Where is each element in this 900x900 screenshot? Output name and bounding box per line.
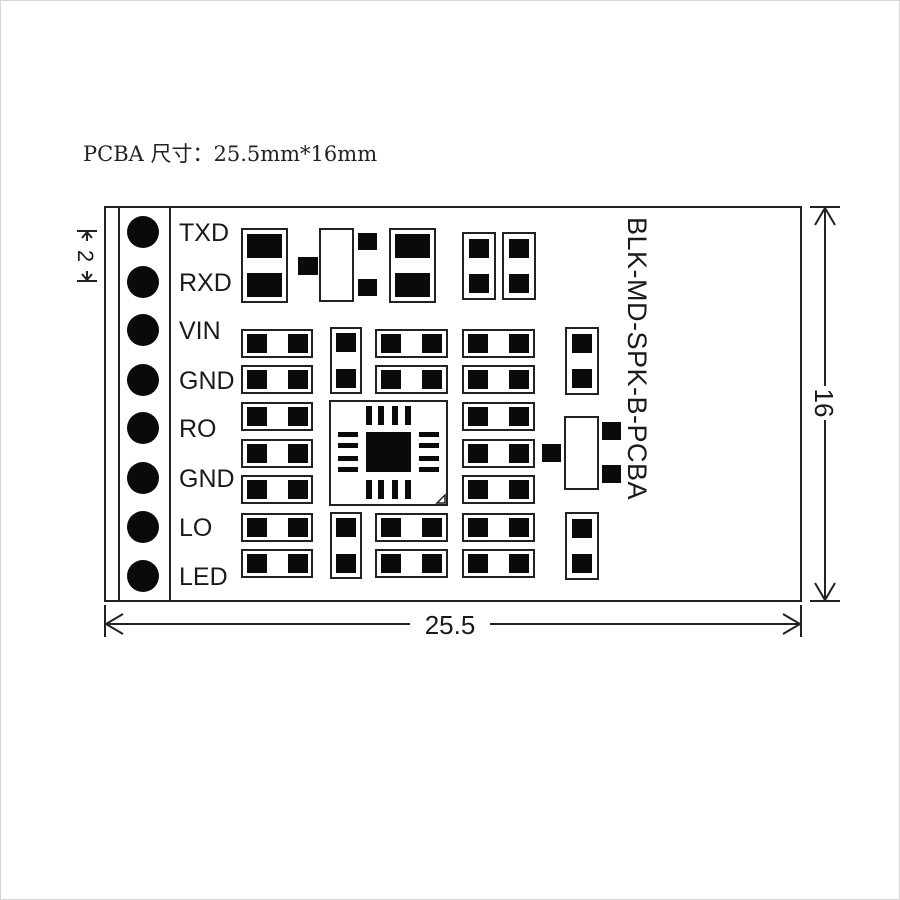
component-cap-large-1 bbox=[241, 228, 288, 303]
pin-label: TXD bbox=[179, 219, 229, 247]
cap-horizontal bbox=[241, 549, 313, 578]
header-pins bbox=[127, 216, 159, 592]
pitch-dimension bbox=[77, 230, 97, 282]
cap-vertical-upper-right bbox=[565, 327, 599, 395]
component-qfn-ic bbox=[329, 400, 448, 506]
cap-horizontal bbox=[462, 549, 535, 578]
cap-horizontal bbox=[462, 475, 535, 504]
board-outline bbox=[104, 206, 802, 602]
cap-horizontal bbox=[375, 329, 448, 358]
width-label: 25.5 bbox=[425, 610, 476, 640]
pin-hole bbox=[127, 364, 159, 396]
cap-vertical-upper-left bbox=[330, 327, 362, 394]
part-number-label: BLK-MD-SPK-B-PCBA bbox=[622, 217, 652, 500]
cap-vertical-lower-right bbox=[565, 512, 599, 580]
component-cap-column-left bbox=[241, 329, 313, 578]
cap-horizontal bbox=[462, 513, 535, 542]
height-dimension bbox=[810, 206, 840, 602]
cap-horizontal bbox=[375, 549, 448, 578]
cap-horizontal bbox=[241, 402, 313, 431]
pin-hole bbox=[127, 560, 159, 592]
component-cap-vertical-pair bbox=[462, 232, 536, 300]
height-label: 16 bbox=[809, 389, 839, 418]
pin-hole bbox=[127, 216, 159, 248]
cap-horizontal bbox=[241, 329, 313, 358]
cap-horizontal bbox=[241, 513, 313, 542]
cap-horizontal bbox=[462, 365, 535, 394]
pin-hole bbox=[127, 266, 159, 298]
pin-labels: TXD RXD VIN GND RO GND LO LED bbox=[179, 219, 235, 591]
pin-label: RO bbox=[179, 415, 217, 443]
pcba-size-title: PCBA 尺寸：25.5mm*16mm bbox=[83, 142, 378, 166]
pin-label: LO bbox=[179, 514, 212, 542]
pin-label: VIN bbox=[179, 317, 221, 345]
component-sot23-right bbox=[542, 416, 621, 490]
cap-horizontal bbox=[375, 513, 448, 542]
cap-horizontal bbox=[375, 365, 448, 394]
component-sot23-top bbox=[298, 228, 377, 302]
pin-label: GND bbox=[179, 465, 235, 493]
pin-label: GND bbox=[179, 367, 235, 395]
cap-horizontal bbox=[241, 365, 313, 394]
cap-horizontal bbox=[462, 439, 535, 468]
component-cap-large-2 bbox=[389, 228, 436, 303]
pin-label: LED bbox=[179, 563, 228, 591]
pin-hole bbox=[127, 462, 159, 494]
pin-hole bbox=[127, 314, 159, 346]
cap-horizontal bbox=[241, 475, 313, 504]
component-cap-column-right bbox=[462, 329, 535, 578]
cap-horizontal bbox=[462, 402, 535, 431]
cap-horizontal bbox=[241, 439, 313, 468]
pin-hole bbox=[127, 412, 159, 444]
pin-label: RXD bbox=[179, 269, 232, 297]
pin-hole bbox=[127, 511, 159, 543]
cap-horizontal bbox=[462, 329, 535, 358]
cap-vertical-lower-left bbox=[330, 512, 362, 579]
pitch-label: 2 bbox=[73, 250, 98, 262]
width-dimension bbox=[104, 605, 802, 637]
